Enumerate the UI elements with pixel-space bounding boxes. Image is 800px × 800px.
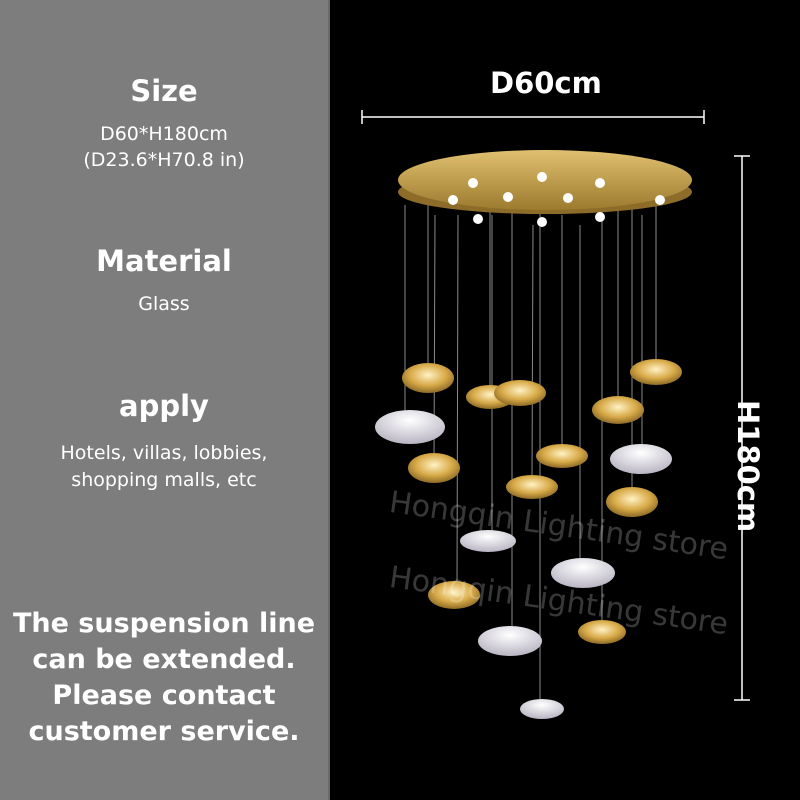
width-dimension-label: D60cm bbox=[490, 66, 602, 100]
spec-panel: Size D60*H180cm (D23.6*H70.8 in) Materia… bbox=[0, 0, 330, 800]
gold-pendant bbox=[606, 487, 658, 517]
spotlight-icon bbox=[595, 212, 605, 222]
spotlight-icon bbox=[655, 195, 665, 205]
material-heading: Material bbox=[96, 244, 232, 278]
white-pendants bbox=[375, 410, 672, 719]
size-dimensions: D60*H180cm bbox=[100, 123, 228, 145]
gold-pendants bbox=[402, 359, 682, 644]
gold-pendant bbox=[428, 581, 480, 609]
spotlight-icon bbox=[537, 172, 547, 182]
note-line-2: can be extended. bbox=[32, 644, 296, 675]
height-dimension-line bbox=[734, 155, 750, 701]
chandelier-drawing bbox=[361, 110, 750, 719]
note-line-3: Please contact bbox=[52, 680, 276, 711]
height-dimension-label: H180cm bbox=[731, 400, 765, 533]
gold-pendant bbox=[592, 396, 644, 424]
gold-pendant bbox=[578, 620, 626, 644]
white-pendant bbox=[375, 410, 445, 444]
canopy-spotlights bbox=[448, 172, 665, 227]
apply-line-1: Hotels, villas, lobbies, bbox=[60, 442, 268, 464]
suspension-note: The suspension line can be extended. Ple… bbox=[0, 606, 328, 750]
spotlight-icon bbox=[468, 178, 478, 188]
note-line-4: customer service. bbox=[28, 716, 300, 747]
gold-canopy bbox=[398, 150, 692, 214]
gold-pendant bbox=[402, 363, 454, 393]
gold-pendant bbox=[630, 359, 682, 385]
white-pendant bbox=[610, 444, 672, 474]
note-line-1: The suspension line bbox=[12, 608, 316, 639]
product-illustration: D60cm H180cm Hongqin Lighting store Hong… bbox=[330, 0, 800, 800]
apply-heading: apply bbox=[119, 389, 209, 423]
white-pendant bbox=[551, 558, 615, 588]
apply-line-2: shopping malls, etc bbox=[71, 469, 257, 491]
spotlight-icon bbox=[595, 178, 605, 188]
spotlight-icon bbox=[503, 192, 513, 202]
material-value: Glass bbox=[138, 293, 190, 315]
spotlight-icon bbox=[537, 217, 547, 227]
spotlight-icon bbox=[448, 195, 458, 205]
gold-pendant bbox=[536, 444, 588, 468]
white-pendant bbox=[478, 626, 542, 656]
white-pendant bbox=[460, 530, 516, 552]
white-pendant bbox=[520, 699, 564, 719]
gold-pendant bbox=[408, 453, 460, 483]
gold-pendant bbox=[506, 475, 558, 499]
spotlight-icon bbox=[473, 214, 483, 224]
size-heading: Size bbox=[130, 74, 198, 108]
size-dimensions-inches: (D23.6*H70.8 in) bbox=[83, 149, 245, 171]
gold-pendant bbox=[494, 380, 546, 406]
width-dimension-line bbox=[361, 110, 705, 124]
spotlight-icon bbox=[563, 193, 573, 203]
